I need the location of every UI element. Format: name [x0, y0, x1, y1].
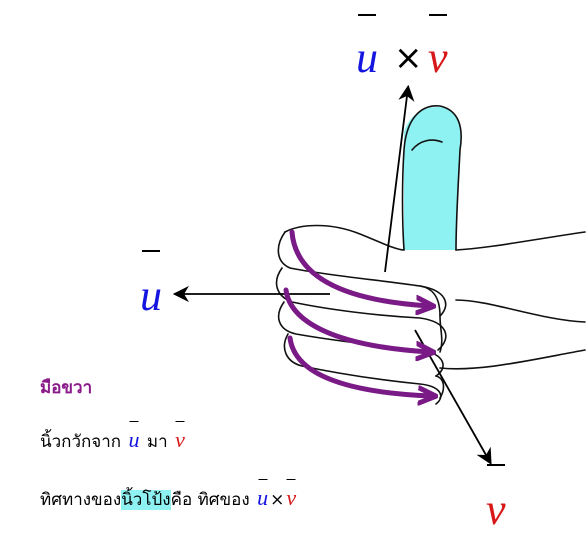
curl-arrow-3 [290, 338, 432, 396]
curl-arrow-2 [286, 290, 430, 352]
top-v-label: v [428, 36, 448, 80]
caption-line-1-mid: มา [147, 432, 168, 452]
top-cross-symbol: × [394, 38, 423, 78]
caption-line-1-prefix: นิ้วกวักจาก [40, 432, 121, 452]
thumb-highlight-text: นิ้วโป้ง [121, 490, 170, 510]
caption-title: มือขวา [40, 374, 92, 401]
bottom-v-label: v [486, 488, 506, 532]
caption-line-2: ทิศทางของนิ้วโป้งคือ ทิศของ u×v [40, 486, 298, 513]
caption-line-1-u: u [127, 429, 142, 451]
thumb-highlight [404, 107, 461, 250]
top-u-label: u [356, 36, 378, 80]
caption-line-2-mid: คือ ทิศของ [171, 490, 250, 510]
caption-line-1-v: v [173, 429, 187, 451]
curl-arrows [286, 232, 432, 396]
caption-line-2-cross: × [270, 490, 284, 510]
caption-line-2-prefix: ทิศทางของ [40, 490, 121, 510]
caption-line-2-v: v [284, 487, 298, 509]
caption-line-1: นิ้วกวักจาก u มา v [40, 428, 187, 455]
left-u-label: u [140, 274, 162, 318]
caption-line-2-u: u [255, 487, 270, 509]
